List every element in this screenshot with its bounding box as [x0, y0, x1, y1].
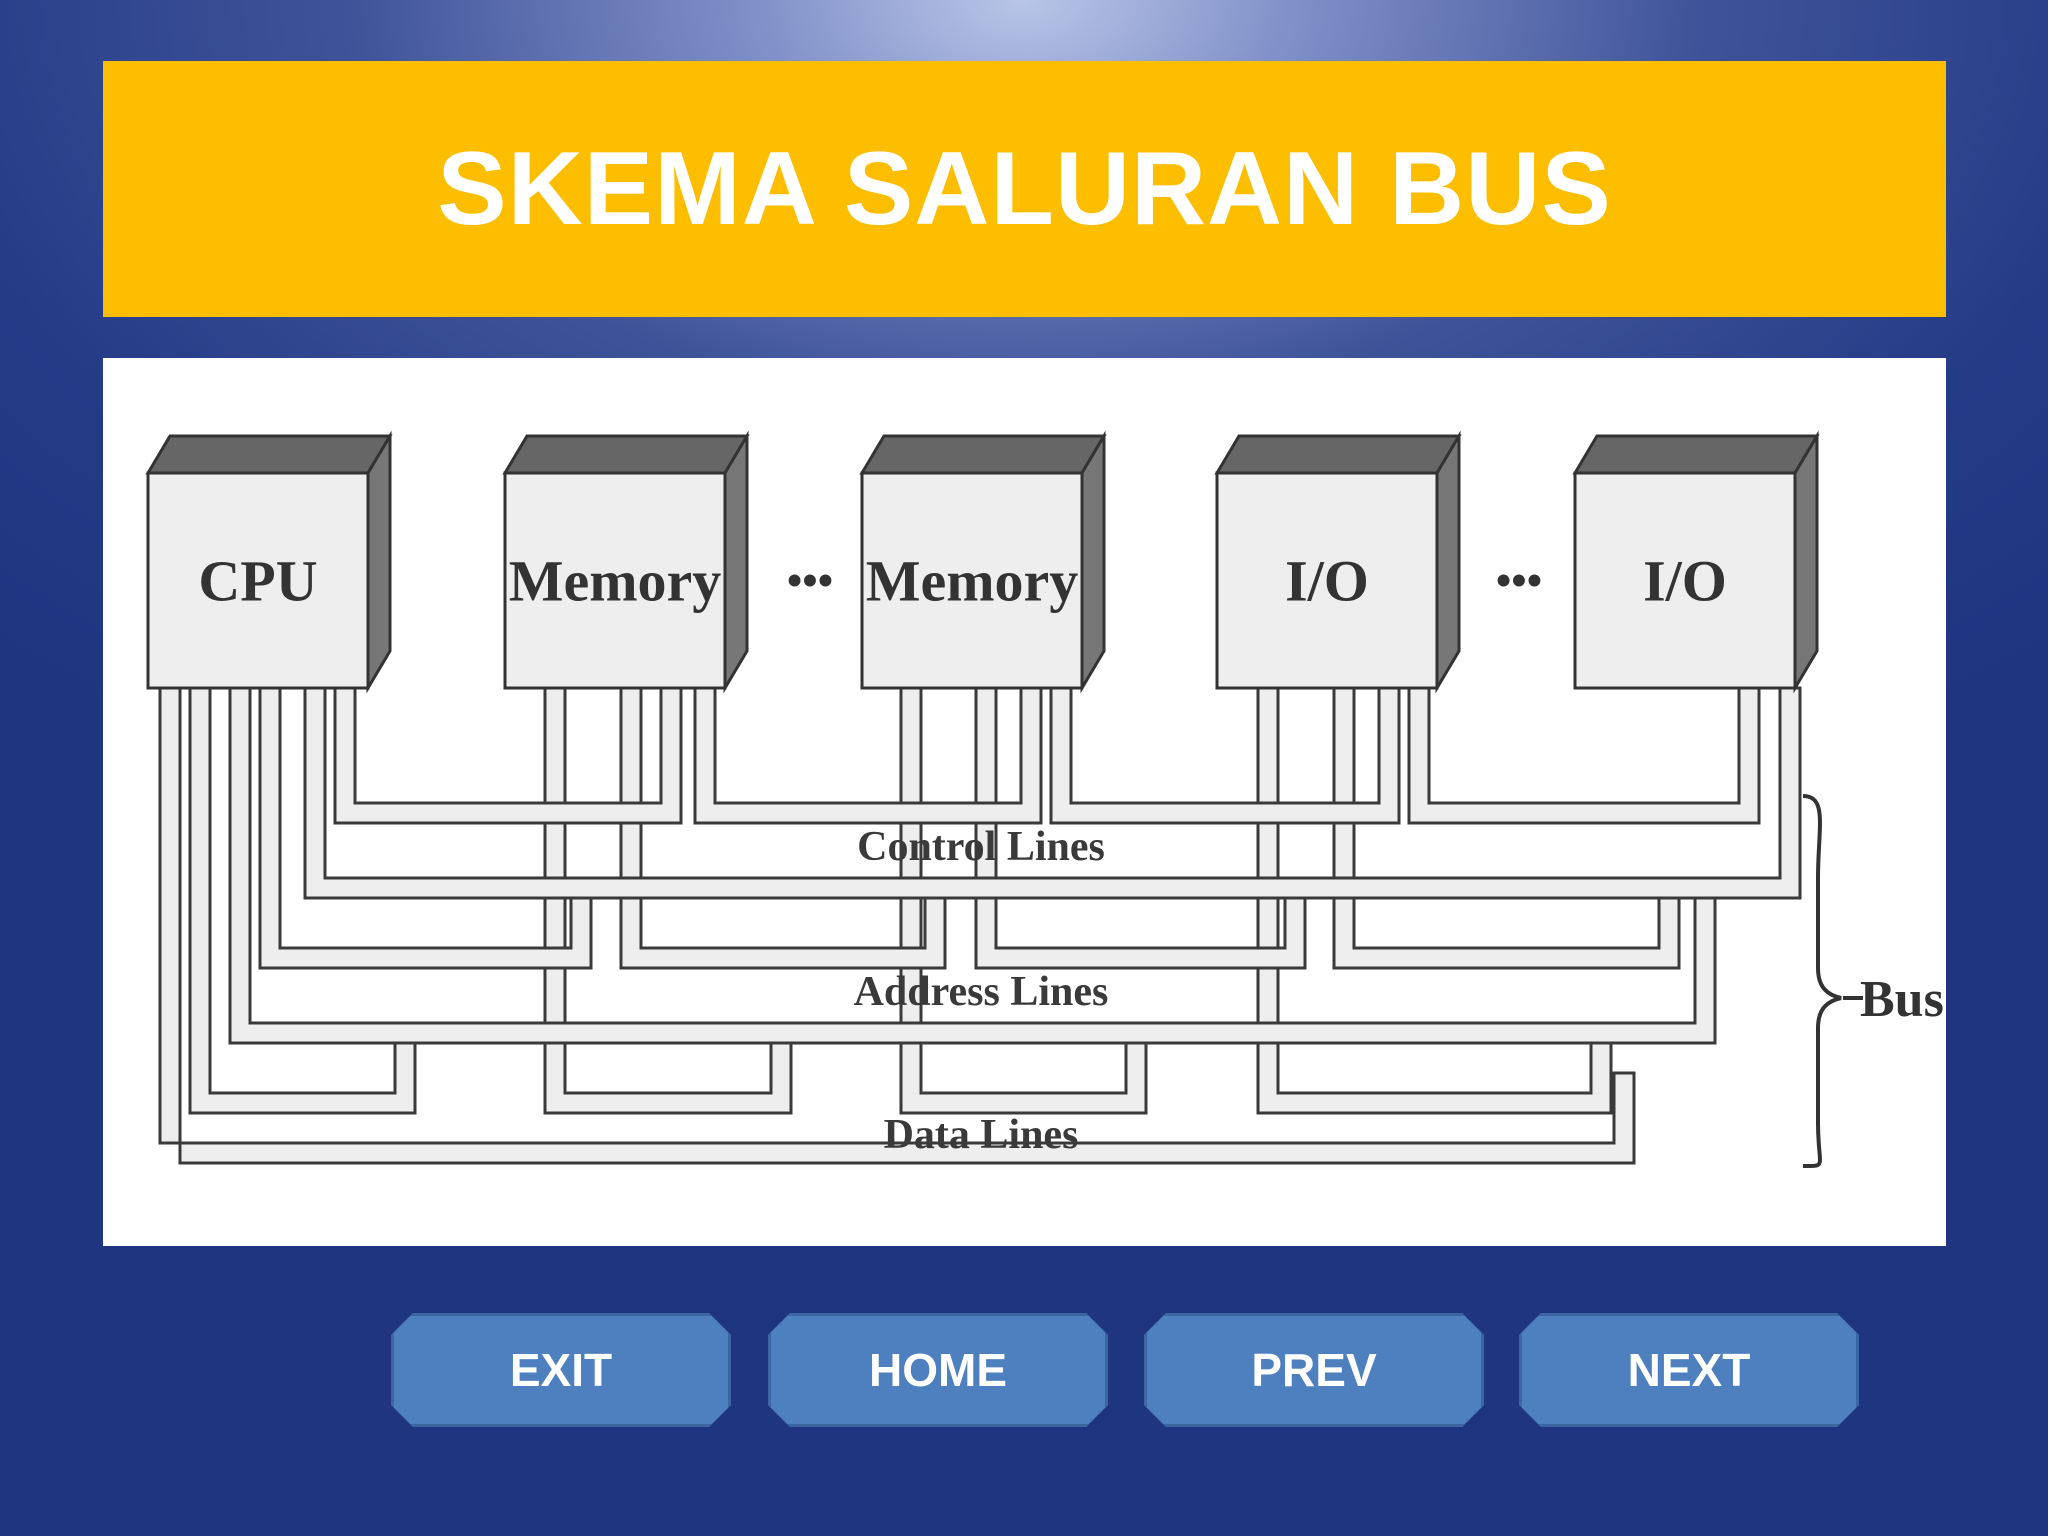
- address-lines-label: Address Lines: [854, 969, 1109, 1015]
- module-front-face: [1573, 471, 1797, 690]
- module-memory-2: Memory: [859, 430, 1107, 694]
- exit-button[interactable]: EXIT: [391, 1313, 731, 1427]
- module-memory-1: Memory: [502, 430, 750, 694]
- module-front-face: [503, 471, 727, 690]
- bus-wires: [158, 686, 1802, 1165]
- data-branch-cpu: [188, 686, 417, 1115]
- module-top-face: [1214, 434, 1462, 475]
- module-front-face: [146, 471, 370, 690]
- prev-button[interactable]: PREV: [1144, 1313, 1484, 1427]
- modules-group: CPU Memory Memory I/O I/O: [145, 430, 1820, 694]
- bus-diagram-panel: CPU Memory Memory I/O I/O ••• ••• Control Li…: [103, 358, 1946, 1246]
- module-side-face: [1080, 430, 1106, 694]
- data-lines-label: Data Lines: [884, 1112, 1079, 1158]
- module-side-face: [723, 430, 749, 694]
- control-lines-label: Control Lines: [857, 824, 1105, 870]
- module-cpu: CPU: [145, 430, 393, 694]
- module-top-face: [145, 434, 393, 475]
- control-branch-io1: [1407, 686, 1761, 825]
- module-front-face: [860, 471, 1084, 690]
- module-top-face: [502, 434, 750, 475]
- module-side-face: [366, 430, 392, 694]
- bus-label: Bus: [1860, 971, 1944, 1028]
- title-banner: SKEMA SALURAN BUS: [103, 61, 1946, 317]
- module-io-2: I/O: [1572, 430, 1820, 694]
- module-front-face: [1215, 471, 1439, 690]
- data-drop-cpu: [158, 686, 182, 1145]
- next-button[interactable]: NEXT: [1519, 1313, 1859, 1427]
- module-io-1: I/O: [1214, 430, 1462, 694]
- ellipsis-io: •••: [1496, 556, 1542, 605]
- ellipsis-memory: •••: [787, 556, 833, 605]
- module-side-face: [1435, 430, 1461, 694]
- data-branch-io1: [1256, 686, 1613, 1115]
- module-top-face: [1572, 434, 1820, 475]
- bus-diagram: CPU Memory Memory I/O I/O ••• ••• Control Li…: [145, 430, 1944, 1169]
- module-label: I/O: [1285, 549, 1369, 614]
- module-top-face: [859, 434, 1107, 475]
- module-label: I/O: [1643, 549, 1727, 614]
- module-side-face: [1793, 430, 1819, 694]
- home-button[interactable]: HOME: [768, 1313, 1108, 1427]
- module-label: Memory: [866, 549, 1079, 614]
- slide-title: SKEMA SALURAN BUS: [437, 130, 1612, 247]
- navigation-bar: EXIT HOME PREV NEXT: [0, 1313, 2048, 1429]
- bus-brace: [1802, 794, 1842, 1169]
- module-label: Memory: [509, 549, 722, 614]
- module-label: CPU: [198, 549, 317, 614]
